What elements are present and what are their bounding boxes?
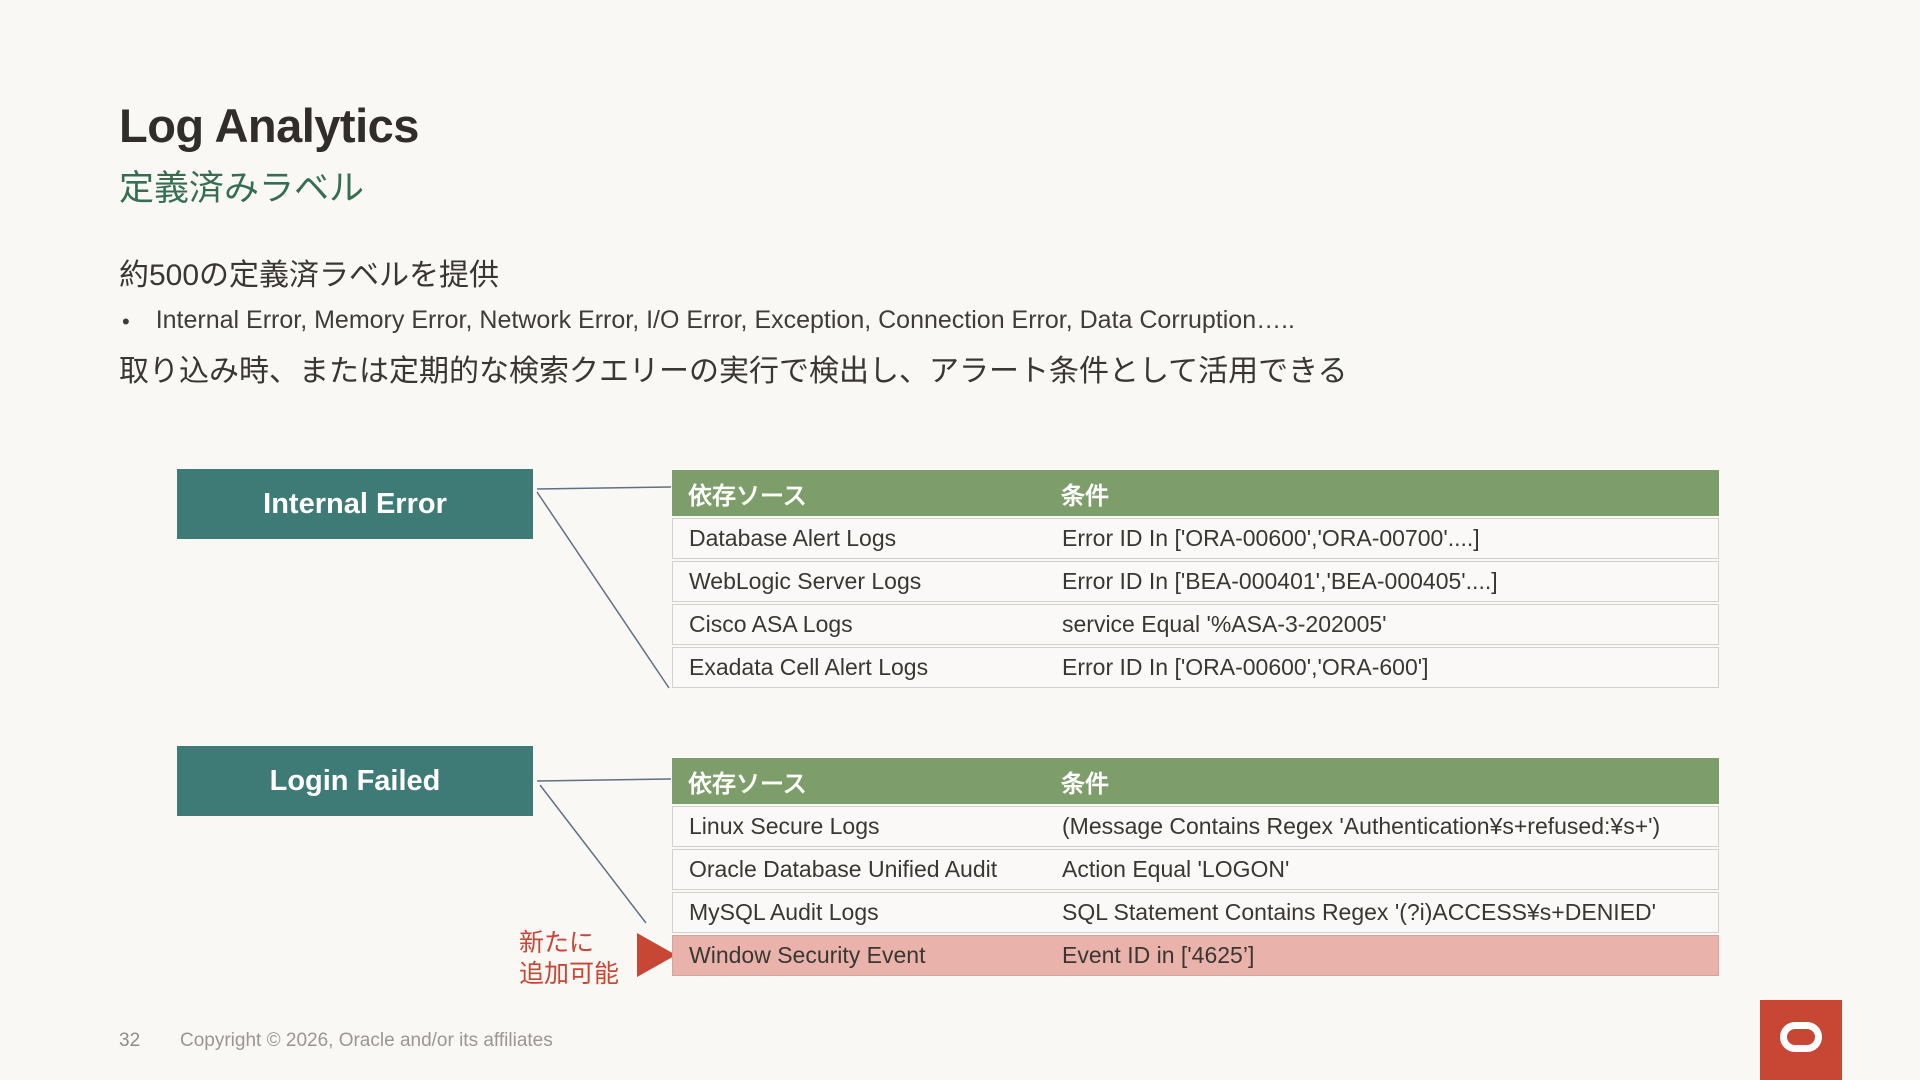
table-row: MySQL Audit Logs SQL Statement Contains … bbox=[672, 892, 1719, 933]
table-row: Linux Secure Logs (Message Contains Rege… bbox=[672, 806, 1719, 847]
cell-condition: Action Equal 'LOGON' bbox=[1062, 856, 1290, 882]
bullet-text: Internal Error, Memory Error, Network Er… bbox=[155, 306, 1295, 334]
table-row: Cisco ASA Logs service Equal '%ASA-3-202… bbox=[672, 604, 1719, 645]
oracle-logo bbox=[1760, 1000, 1842, 1080]
oracle-o-icon bbox=[1780, 1022, 1822, 1052]
cell-condition: Error ID In ['ORA-00600','ORA-600'] bbox=[1062, 654, 1429, 680]
internal-error-table: 依存ソース 条件 Database Alert Logs Error ID In… bbox=[672, 470, 1719, 688]
cell-source: Exadata Cell Alert Logs bbox=[689, 654, 929, 680]
header-condition: 条件 bbox=[1061, 770, 1109, 798]
login-failed-table: 依存ソース 条件 Linux Secure Logs (Message Cont… bbox=[672, 758, 1719, 976]
bullet-line: • Internal Error, Memory Error, Network … bbox=[122, 306, 1295, 338]
detection-text: 取り込み時、または定期的な検索クエリーの実行で検出し、アラート条件として活用でき… bbox=[119, 355, 1348, 388]
header-source: 依存ソース bbox=[688, 482, 807, 510]
table-row: WebLogic Server Logs Error ID In ['BEA-0… bbox=[672, 561, 1719, 602]
label-login-failed: Login Failed bbox=[269, 764, 441, 797]
label-box-login-failed: Login Failed bbox=[177, 746, 533, 816]
cell-condition: SQL Statement Contains Regex '(?i)ACCESS… bbox=[1062, 899, 1657, 925]
table-row-new-highlighted: Window Security Event Event ID in ['4625… bbox=[672, 935, 1719, 976]
cell-source: Cisco ASA Logs bbox=[689, 611, 853, 637]
cell-condition: Error ID In ['BEA-000401','BEA-000405'..… bbox=[1062, 568, 1498, 594]
cell-source: Database Alert Logs bbox=[689, 525, 897, 551]
table-row: Database Alert Logs Error ID In ['ORA-00… bbox=[672, 518, 1719, 559]
copyright-text: Copyright © 2026, Oracle and/or its affi… bbox=[180, 1030, 553, 1051]
cell-source: MySQL Audit Logs bbox=[689, 899, 879, 925]
annotation-line2: 追加可能 bbox=[519, 960, 620, 988]
intro-text: 約500の定義済ラベルを提供 bbox=[119, 259, 500, 292]
cell-condition: Event ID in ['4625’] bbox=[1062, 942, 1255, 968]
table-header: 依存ソース 条件 bbox=[672, 758, 1719, 804]
cell-source: Window Security Event bbox=[689, 942, 926, 968]
cell-condition: (Message Contains Regex 'Authentication¥… bbox=[1062, 813, 1661, 839]
cell-source: WebLogic Server Logs bbox=[689, 568, 922, 594]
cell-source: Linux Secure Logs bbox=[689, 813, 880, 839]
table-header: 依存ソース 条件 bbox=[672, 470, 1719, 516]
new-row-annotation: 新たに 追加可能 bbox=[519, 928, 619, 990]
annotation-line1: 新たに bbox=[519, 929, 595, 957]
header-source: 依存ソース bbox=[688, 770, 807, 798]
table-row: Exadata Cell Alert Logs Error ID In ['OR… bbox=[672, 647, 1719, 688]
cell-condition: service Equal '%ASA-3-202005' bbox=[1062, 611, 1387, 637]
table-row: Oracle Database Unified Audit Action Equ… bbox=[672, 849, 1719, 890]
new-row-arrow-icon bbox=[637, 933, 676, 977]
header-condition: 条件 bbox=[1061, 482, 1109, 510]
page-subtitle: 定義済みラベル bbox=[119, 169, 365, 208]
cell-condition: Error ID In ['ORA-00600','ORA-00700'....… bbox=[1062, 525, 1480, 551]
page-number: 32 bbox=[119, 1030, 141, 1051]
bullet-marker: • bbox=[122, 309, 130, 334]
cell-source: Oracle Database Unified Audit bbox=[689, 856, 998, 882]
page-title: Log Analytics bbox=[119, 99, 419, 152]
label-box-internal-error: Internal Error bbox=[177, 469, 533, 539]
label-internal-error: Internal Error bbox=[263, 487, 447, 520]
